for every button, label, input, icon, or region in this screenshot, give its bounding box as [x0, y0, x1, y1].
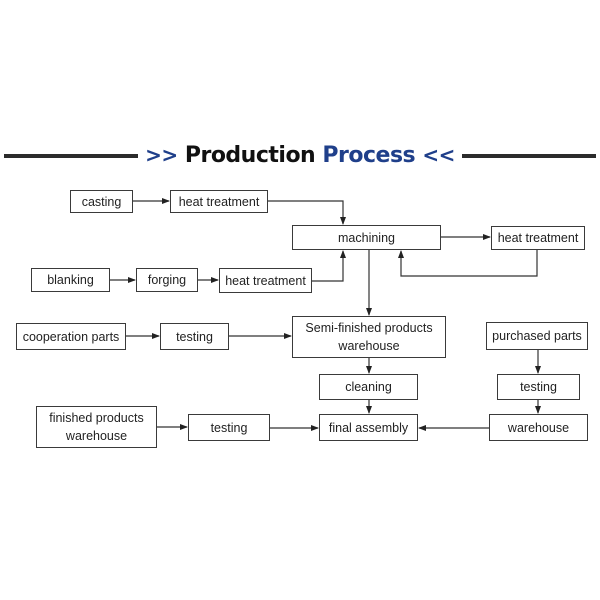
node-label: purchased parts [492, 329, 582, 343]
node-purchased-parts: purchased parts [486, 322, 588, 350]
node-label-line1: finished products [49, 411, 144, 425]
node-cleaning: cleaning [319, 374, 418, 400]
edge-heatright-machining [398, 250, 538, 277]
node-heat-treatment-2: heat treatment [219, 268, 312, 293]
node-label: testing [176, 329, 213, 344]
header-right-rule [462, 154, 596, 158]
node-testing-right: testing [497, 374, 580, 400]
node-label: testing [210, 420, 248, 435]
node-cooperation-parts: cooperation parts [16, 323, 126, 350]
node-testing-left: testing [160, 323, 229, 350]
header: >> Production Process << [0, 140, 600, 170]
node-label: testing [520, 380, 557, 394]
node-label: machining [338, 230, 395, 245]
node-label: cleaning [345, 380, 392, 394]
edge-heat2-machining [312, 250, 346, 282]
node-label: heat treatment [178, 194, 260, 209]
right-marker: << [422, 143, 455, 167]
node-label: casting [81, 194, 122, 209]
title-part1: Production [184, 143, 316, 168]
node-label-line1: Semi-finished products [305, 321, 433, 335]
node-casting: casting [70, 190, 133, 213]
left-marker: >> [145, 143, 178, 167]
node-label: heat treatment [497, 231, 579, 245]
node-label: final assembly [328, 420, 409, 435]
node-label: forging [147, 273, 187, 287]
node-label: blanking [47, 273, 94, 287]
node-machining: machining [292, 225, 441, 250]
node-label-line2: warehouse [65, 429, 128, 443]
node-label-line2: warehouse [338, 339, 400, 353]
node-heat-treatment-right: heat treatment [491, 226, 585, 250]
page-title: >> Production Process << [0, 140, 600, 171]
node-finished-products-warehouse: finished products warehouse [36, 406, 157, 448]
node-label: warehouse [507, 420, 570, 435]
node-label: cooperation parts [22, 329, 120, 344]
node-label: heat treatment [225, 273, 306, 288]
edge-heat1-machining [268, 200, 346, 225]
node-warehouse: warehouse [489, 414, 588, 441]
node-heat-treatment-1: heat treatment [170, 190, 268, 213]
node-semi-finished-warehouse: Semi-finished products warehouse [292, 316, 446, 358]
node-blanking: blanking [31, 268, 110, 292]
node-testing-bottom: testing [188, 414, 270, 441]
header-left-rule [4, 154, 138, 158]
node-final-assembly: final assembly [319, 414, 418, 441]
node-forging: forging [136, 268, 198, 292]
title-part2: Process [322, 143, 416, 168]
